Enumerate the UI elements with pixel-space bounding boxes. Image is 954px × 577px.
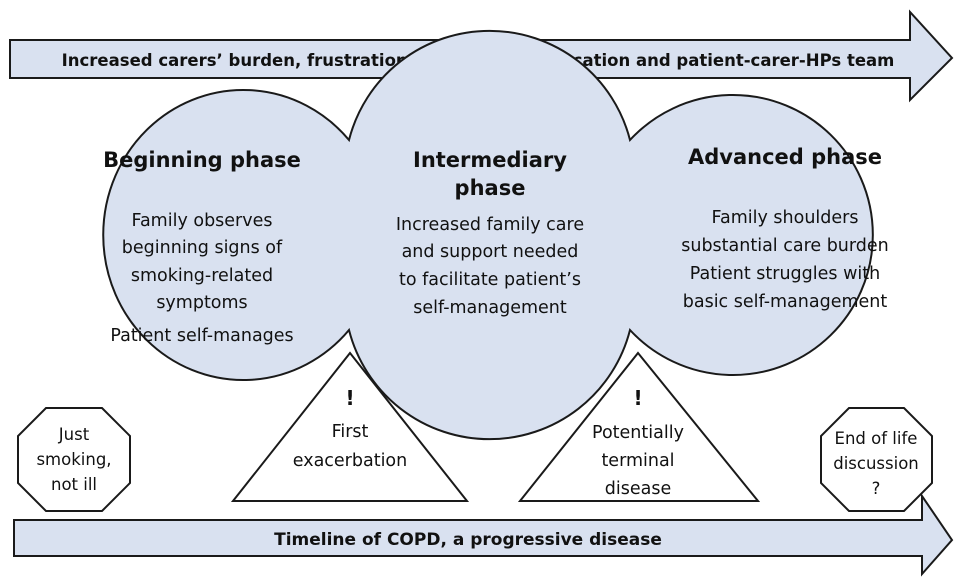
phase-beginning-line-3: smoking-related xyxy=(131,266,273,286)
bottom-arrow-text: Timeline of COPD, a progressive disease xyxy=(274,530,662,550)
phases-shape xyxy=(102,29,874,441)
phase-intermediary-line-2: and support needed xyxy=(402,242,579,262)
phase-beginning: Beginning phase Family observes beginnin… xyxy=(103,148,301,346)
milestone-first-exacerbation: ! First exacerbation xyxy=(230,351,470,502)
phase-intermediary-title-2: phase xyxy=(455,176,526,200)
stop-2-line-2: discussion xyxy=(833,454,919,473)
warning-triangle-icon xyxy=(517,351,761,502)
phase-beginning-title: Beginning phase xyxy=(103,148,301,172)
stop-1-line-1: Just xyxy=(58,425,90,444)
milestone-1-mark: ! xyxy=(345,386,354,410)
phase-beginning-line-5: Patient self-manages xyxy=(110,326,293,346)
milestone-1-line-1: First xyxy=(332,422,369,442)
phase-advanced-line-3: Patient struggles with xyxy=(690,264,880,284)
milestone-2-line-2: terminal xyxy=(601,451,674,471)
milestone-1-line-2: exacerbation xyxy=(293,451,407,471)
phase-intermediary-line-1: Increased family care xyxy=(396,215,584,235)
phase-intermediary: Intermediary phase Increased family care… xyxy=(396,148,584,318)
stop-end-of-life: End of life discussion ? xyxy=(820,407,933,512)
phase-advanced-line-1: Family shoulders xyxy=(712,208,859,228)
warning-triangle-icon xyxy=(230,351,470,502)
stop-2-line-3: ? xyxy=(872,479,881,498)
stop-2-line-1: End of life xyxy=(835,429,918,448)
stop-1-line-2: smoking, xyxy=(36,450,111,469)
milestone-2-line-3: disease xyxy=(605,479,671,499)
phase-advanced-line-2: substantial care burden xyxy=(681,236,889,256)
phase-beginning-line-1: Family observes xyxy=(131,211,272,231)
milestone-2-mark: ! xyxy=(633,386,642,410)
phase-beginning-line-4: symptoms xyxy=(156,293,247,313)
phase-intermediary-title-1: Intermediary xyxy=(413,148,567,172)
stop-1-line-3: not ill xyxy=(51,475,97,494)
phase-beginning-line-2: beginning signs of xyxy=(122,238,283,258)
stop-just-smoking: Just smoking, not ill xyxy=(17,407,131,512)
phase-advanced-title: Advanced phase xyxy=(688,145,882,169)
milestone-2-line-1: Potentially xyxy=(592,423,684,443)
phase-advanced: Advanced phase Family shoulders substant… xyxy=(681,145,889,312)
bottom-arrow-shape xyxy=(13,492,954,577)
octagon-stop-icon xyxy=(17,407,131,512)
phase-intermediary-line-4: self-management xyxy=(413,298,567,318)
phase-advanced-line-4: basic self-management xyxy=(683,292,888,312)
octagon-stop-icon xyxy=(820,407,933,512)
phase-intermediary-line-3: to facilitate patient’s xyxy=(399,270,581,290)
bottom-arrow: Timeline of COPD, a progressive disease xyxy=(13,492,954,577)
milestone-terminal-disease: ! Potentially terminal disease xyxy=(517,351,761,502)
